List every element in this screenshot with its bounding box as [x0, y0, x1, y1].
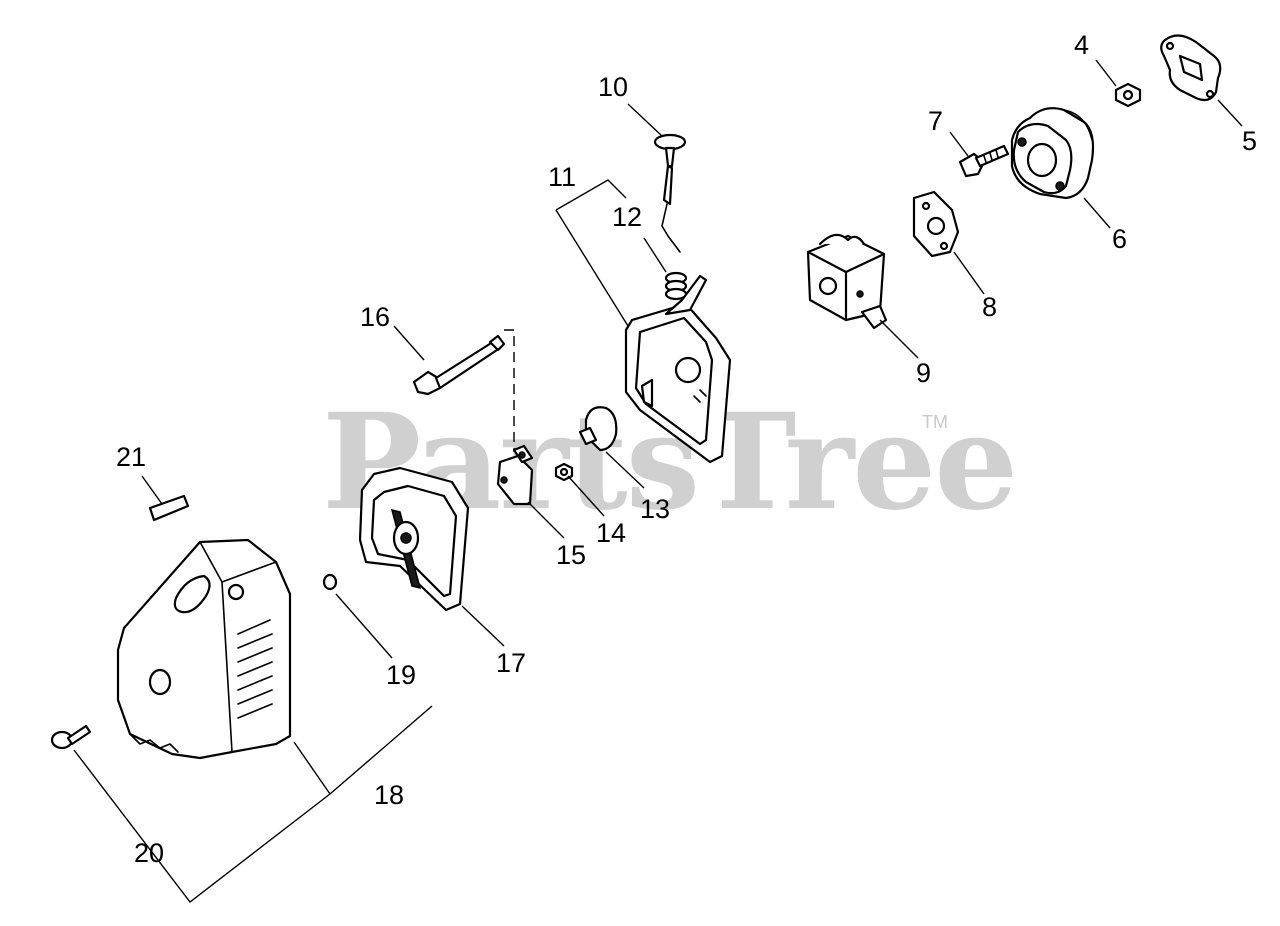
part-17-air-filter[interactable] — [358, 466, 470, 612]
callout-17: 17 — [496, 648, 526, 678]
watermark-trademark: TM — [922, 412, 948, 432]
part-18-cleaner-cover[interactable] — [116, 538, 292, 760]
callout-numbers: 4 5 6 7 8 9 10 11 12 13 14 15 16 17 18 1… — [116, 30, 1257, 868]
part-12-spring[interactable] — [664, 271, 688, 301]
part-8-gasket[interactable] — [912, 190, 960, 258]
callout-6: 6 — [1112, 224, 1127, 254]
callout-11: 11 — [548, 162, 576, 192]
part-9-carburetor[interactable] — [806, 233, 888, 330]
part-6-insulator[interactable] — [1010, 107, 1095, 200]
callout-9: 9 — [916, 358, 931, 388]
callout-8: 8 — [982, 292, 997, 322]
part-10-choke-knob[interactable] — [653, 133, 687, 253]
part-4-nut[interactable] — [1114, 82, 1142, 108]
callout-7: 7 — [928, 106, 943, 136]
callout-16: 16 — [360, 302, 390, 332]
part-20-knob-screw[interactable] — [50, 724, 92, 750]
callout-5: 5 — [1242, 126, 1257, 156]
callout-21: 21 — [116, 442, 146, 472]
callout-19: 19 — [386, 660, 416, 690]
part-19-grommet[interactable] — [322, 573, 338, 591]
part-13-choke-plate[interactable] — [578, 406, 618, 452]
callout-13: 13 — [640, 494, 670, 524]
callout-4: 4 — [1074, 30, 1089, 60]
part-15-bracket[interactable] — [496, 444, 534, 506]
part-5-gasket[interactable] — [1160, 34, 1222, 102]
part-16-long-bolt[interactable] — [412, 334, 506, 396]
part-11-air-cleaner-base[interactable] — [624, 274, 732, 464]
callout-18: 18 — [374, 780, 404, 810]
leader-lines — [73, 59, 1243, 903]
callout-20: 20 — [134, 838, 164, 868]
callout-15: 15 — [556, 540, 586, 570]
callout-12: 12 — [612, 202, 642, 232]
part-7-bolt[interactable] — [958, 144, 1010, 178]
part-21-label-strip[interactable] — [148, 494, 190, 522]
callout-10: 10 — [598, 72, 628, 102]
callout-14: 14 — [596, 518, 626, 548]
